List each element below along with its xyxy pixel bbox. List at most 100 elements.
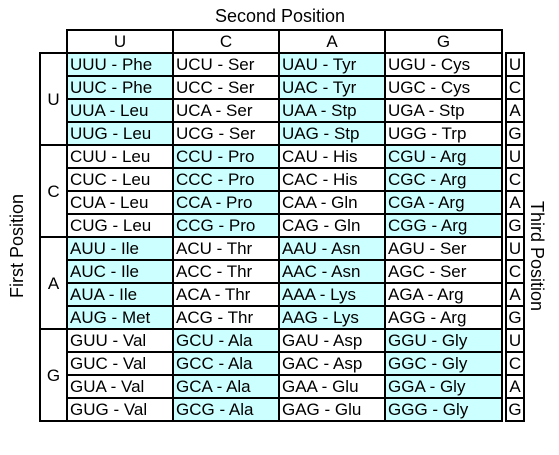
header-spacer xyxy=(506,30,524,53)
codon-cell: UUA - Leu xyxy=(66,98,174,123)
third-base-label: U xyxy=(505,52,525,77)
codon-cell: AUC - Ile xyxy=(66,259,174,284)
first-base-label: U xyxy=(39,52,68,146)
codon-cell: GCC - Ala xyxy=(172,351,280,376)
codon-cell: ACU - Thr xyxy=(172,236,280,261)
third-base-label: G xyxy=(505,305,525,330)
codon-cell: UCU - Ser xyxy=(172,52,280,77)
third-base-label: A xyxy=(505,190,525,215)
codon-cell: UAA - Stp xyxy=(278,98,386,123)
codon-cell: CUU - Leu xyxy=(66,144,174,169)
codon-cell: AUG - Met xyxy=(66,305,174,330)
codon-cell: UUG - Leu xyxy=(66,121,174,146)
codon-cell: CAU - His xyxy=(278,144,386,169)
codon-cell: AGA - Arg xyxy=(384,282,503,307)
codon-cell: CCC - Pro xyxy=(172,167,280,192)
codon-cell: CUG - Leu xyxy=(66,213,174,238)
codon-cell: CAA - Gln xyxy=(278,190,386,215)
codon-cell: AAG - Lys xyxy=(278,305,386,330)
codon-cell: GCA - Ala xyxy=(172,374,280,399)
codon-cell: AGG - Arg xyxy=(384,305,503,330)
codon-cell: AAU - Asn xyxy=(278,236,386,261)
third-position-label: Third Position xyxy=(527,200,547,312)
third-base-label: C xyxy=(505,167,525,192)
codon-cell: ACC - Thr xyxy=(172,259,280,284)
codon-cell: GCU - Ala xyxy=(172,328,280,353)
codon-cell: CGU - Arg xyxy=(384,144,503,169)
codon-cell: GAC - Asp xyxy=(278,351,386,376)
third-base-label: U xyxy=(505,236,525,261)
codon-cell: CGC - Arg xyxy=(384,167,503,192)
codon-cell: UGU - Cys xyxy=(384,52,503,77)
codon-cell: UCC - Ser xyxy=(172,75,280,100)
codon-cell: CAG - Gln xyxy=(278,213,386,238)
third-base-label: C xyxy=(505,259,525,284)
first-base-label: G xyxy=(39,328,68,422)
column-header: A xyxy=(278,29,386,54)
first-position-label: First Position xyxy=(7,193,27,299)
codon-cell: CGG - Arg xyxy=(384,213,503,238)
codon-cell: AAC - Asn xyxy=(278,259,386,284)
codon-cell: CAC - His xyxy=(278,167,386,192)
codon-cell: GUC - Val xyxy=(66,351,174,376)
codon-cell: UCA - Ser xyxy=(172,98,280,123)
third-base-label: U xyxy=(505,328,525,353)
third-base-label: U xyxy=(505,144,525,169)
codon-cell: CCG - Pro xyxy=(172,213,280,238)
third-base-label: A xyxy=(505,98,525,123)
codon-cell: GAA - Glu xyxy=(278,374,386,399)
codon-cell: CGA - Arg xyxy=(384,190,503,215)
codon-cell: GAG - Glu xyxy=(278,397,386,422)
codon-cell: CCA - Pro xyxy=(172,190,280,215)
codon-cell: GCG - Ala xyxy=(172,397,280,422)
corner-blank xyxy=(40,30,67,53)
third-base-label: C xyxy=(505,351,525,376)
codon-cell: AGC - Ser xyxy=(384,259,503,284)
first-base-label: A xyxy=(39,236,68,330)
codon-cell: UCG - Ser xyxy=(172,121,280,146)
third-base-label: A xyxy=(505,282,525,307)
first-base-label: C xyxy=(39,144,68,238)
codon-cell: GGU - Gly xyxy=(384,328,503,353)
third-base-label: G xyxy=(505,121,525,146)
third-base-label: C xyxy=(505,75,525,100)
codon-cell: UGC - Cys xyxy=(384,75,503,100)
codon-cell: ACA - Thr xyxy=(172,282,280,307)
codon-cell: GUA - Val xyxy=(66,374,174,399)
codon-cell: AGU - Ser xyxy=(384,236,503,261)
codon-cell: UUU - Phe xyxy=(66,52,174,77)
codon-cell: CCU - Pro xyxy=(172,144,280,169)
codon-cell: GGG - Gly xyxy=(384,397,503,422)
codon-cell: UGG - Trp xyxy=(384,121,503,146)
third-base-label: G xyxy=(505,397,525,422)
column-header: G xyxy=(384,29,503,54)
header-row: U C A G xyxy=(40,29,524,54)
codon-cell: GAU - Asp xyxy=(278,328,386,353)
third-base-label: A xyxy=(505,374,525,399)
codon-cell: GUG - Val xyxy=(66,397,174,422)
codon-cell: GGA - Gly xyxy=(384,374,503,399)
codon-cell: GUU - Val xyxy=(66,328,174,353)
codon-cell: AUU - Ile xyxy=(66,236,174,261)
codon-cell: UAG - Stp xyxy=(278,121,386,146)
column-header: U xyxy=(66,29,174,54)
codon-cell: CUC - Leu xyxy=(66,167,174,192)
codon-cell: AUA - Ile xyxy=(66,282,174,307)
codon-cell: UGA - Stp xyxy=(384,98,503,123)
